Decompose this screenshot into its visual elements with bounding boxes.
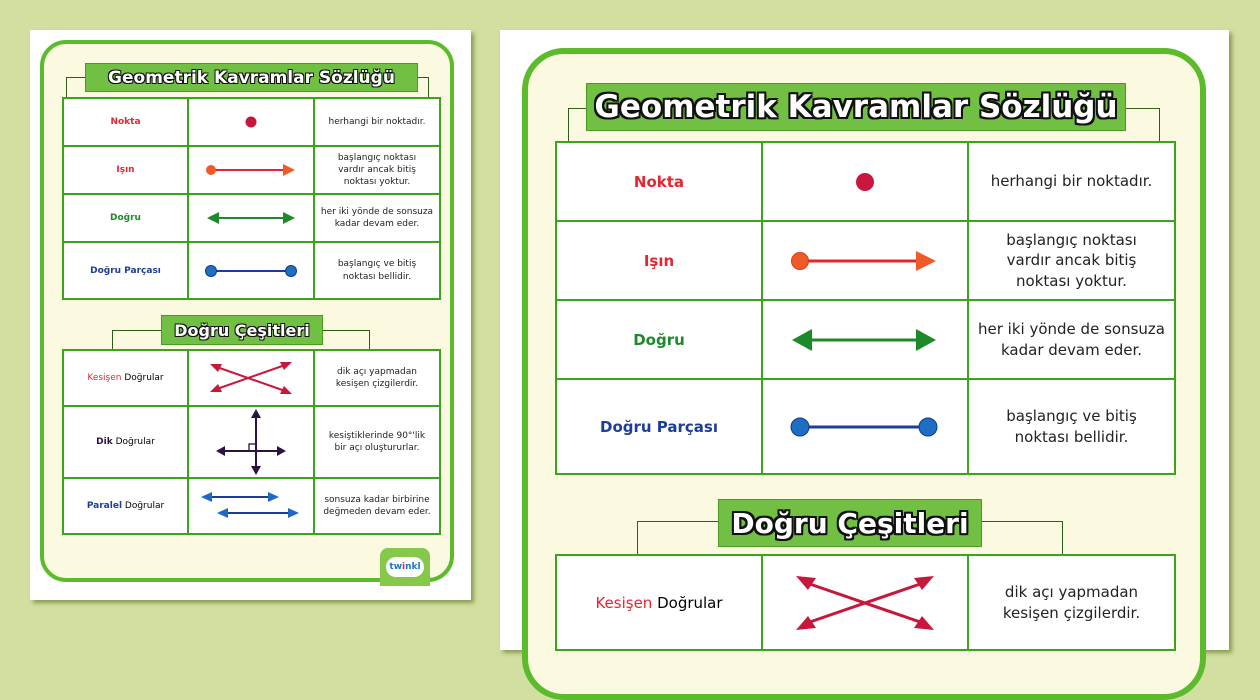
term-cell: Nokta: [62, 97, 189, 147]
table-row: Nokta herhangi bir noktadır.: [62, 97, 441, 147]
poster-zoom-view[interactable]: Geometrik Kavramlar Sözlüğü Nokta herhan…: [500, 30, 1229, 700]
desc-text: herhangi bir noktadır.: [990, 172, 1153, 191]
desc-text: vardır ancak bitiş: [338, 164, 416, 175]
desc-text: kesiştiklerinde 90°'lik: [328, 430, 426, 441]
term-label: Işın: [643, 251, 675, 270]
desc-text: her iki yönde de sonsuza: [978, 320, 1165, 339]
table-row: Dik Doğrular kesiştiklerinde 90°'lik bir …: [62, 405, 441, 479]
segment-icon: [205, 264, 297, 277]
poster-thumbnail[interactable]: Geometrik Kavramlar Sözlüğü Nokta herhan…: [30, 30, 471, 600]
desc-text: herhangi bir noktadır.: [328, 116, 426, 127]
section-title-zoom: Doğru Çeşitleri: [731, 506, 969, 540]
line-types-table: Kesişen Doğrular dik açı yapmadan kesişen…: [62, 349, 441, 535]
desc-text: başlangıç ve bitiş: [1006, 407, 1137, 426]
term-suffix: Doğrular: [124, 501, 165, 511]
term-prefix: Kesişen: [87, 373, 122, 383]
desc-text: noktası bellidir.: [342, 271, 412, 282]
desc-cell: herhangi bir noktadır.: [313, 97, 441, 147]
point-icon: [856, 172, 874, 191]
glossary-table: Nokta herhangi bir noktadır. Işın başlan…: [62, 97, 441, 300]
desc-text: her iki yönde de sonsuza: [320, 206, 434, 217]
desc-text: başlangıç noktası: [1006, 231, 1137, 250]
title-banner: Geometrik Kavramlar Sözlüğü: [85, 63, 418, 92]
poster-title-zoom: Geometrik Kavramlar Sözlüğü: [594, 89, 1118, 125]
term-label: Nokta: [110, 117, 141, 127]
term-label: Işın: [116, 165, 135, 175]
line-icon: [207, 212, 295, 224]
table-row: Kesişen Doğrular dik açı yapmadan kesişen…: [62, 349, 441, 407]
term-label: Doğru Parçası: [90, 265, 161, 276]
desc-text: değmeden devam eder.: [323, 507, 431, 517]
desc-text: kesişen çizgilerdir.: [335, 379, 419, 389]
desc-text: başlangıç noktası: [337, 152, 417, 163]
ray-icon: [206, 164, 295, 176]
term-label: Doğru: [633, 330, 685, 349]
desc-text: bir açı oluştururlar.: [334, 443, 420, 453]
section-title: Doğru Çeşitleri: [174, 320, 310, 340]
glossary-table-zoom: Nokta herhangi bir noktadır. Işın başlan…: [555, 141, 1176, 475]
desc-text: noktası yoktur.: [343, 177, 411, 188]
term-label: Doğru Parçası: [600, 417, 718, 436]
icon-cell: [187, 97, 315, 147]
term-suffix: Doğrular: [115, 437, 155, 447]
desc-text: sonsuza kadar birbirine: [324, 494, 430, 505]
segment-icon: [790, 417, 938, 436]
term-suffix: Doğrular: [124, 373, 164, 383]
title-banner-zoom: Geometrik Kavramlar Sözlüğü: [586, 83, 1126, 131]
term-prefix: Dik: [96, 437, 113, 447]
desc-text: vardır ancak bitiş: [1006, 251, 1137, 270]
term-suffix: Doğrular: [657, 593, 723, 612]
intersecting-lines-icon: [210, 362, 292, 394]
table-row: Doğru her iki yönde de sonsuza kadar deva…: [62, 193, 441, 243]
section-banner-zoom: Doğru Çeşitleri: [718, 499, 982, 547]
term-prefix: Kesişen: [595, 593, 653, 612]
table-row: Paralel Doğrular sonsuza kadar birbirine…: [62, 477, 441, 535]
ray-icon: [791, 250, 936, 271]
desc-text: noktası yoktur.: [1016, 271, 1127, 290]
poster-title: Geometrik Kavramlar Sözlüğü: [108, 67, 395, 88]
parallel-lines-icon: [201, 492, 299, 518]
table-row: Nokta herhangi bir noktadır.: [555, 141, 1176, 222]
desc-text: kadar devam eder.: [334, 219, 420, 229]
term-label: Nokta: [633, 172, 685, 191]
section-banner: Doğru Çeşitleri: [161, 315, 323, 345]
desc-text: dik açı yapmadan: [1004, 583, 1139, 602]
term-label: Doğru: [110, 213, 141, 223]
line-icon: [792, 328, 936, 351]
desc-text: dik açı yapmadan: [337, 366, 417, 377]
desc-text: kesişen çizgilerdir.: [1002, 603, 1141, 622]
intersecting-lines-icon: [796, 575, 934, 630]
desc-text: kadar devam eder.: [1001, 340, 1142, 359]
term-prefix: Paralel: [86, 501, 123, 511]
desc-text: noktası bellidir.: [1014, 427, 1129, 446]
point-icon: [245, 116, 257, 128]
perpendicular-lines-icon: [216, 409, 286, 475]
desc-text: başlangıç ve bitiş: [337, 259, 417, 270]
